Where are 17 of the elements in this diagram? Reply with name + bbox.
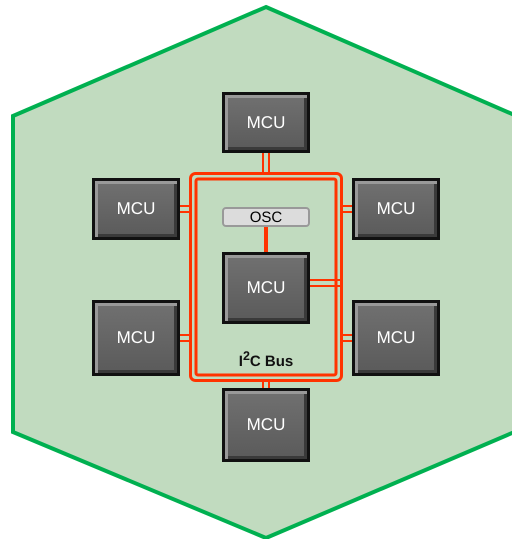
bus-connector (262, 152, 270, 173)
mcu-chip: MCU (352, 178, 440, 240)
bus-connector (179, 205, 190, 213)
mcu-chip: MCU (222, 92, 310, 153)
bus-connector (264, 227, 268, 252)
bus-label: I$^{2}$C Bus (238, 349, 294, 370)
mcu-chip: MCU (222, 388, 310, 462)
mcu-chip: MCU (352, 300, 440, 376)
bus-connector (179, 334, 190, 342)
mcu-chip: MCU (92, 178, 180, 240)
bus-loop (189, 172, 343, 382)
bus-connector (342, 205, 353, 213)
mcu-chip: MCU (222, 252, 310, 324)
mcu-chip: MCU (92, 300, 180, 376)
bus-connector (262, 381, 270, 389)
oscillator-box: OSC (222, 207, 310, 227)
bus-connector (342, 334, 353, 342)
